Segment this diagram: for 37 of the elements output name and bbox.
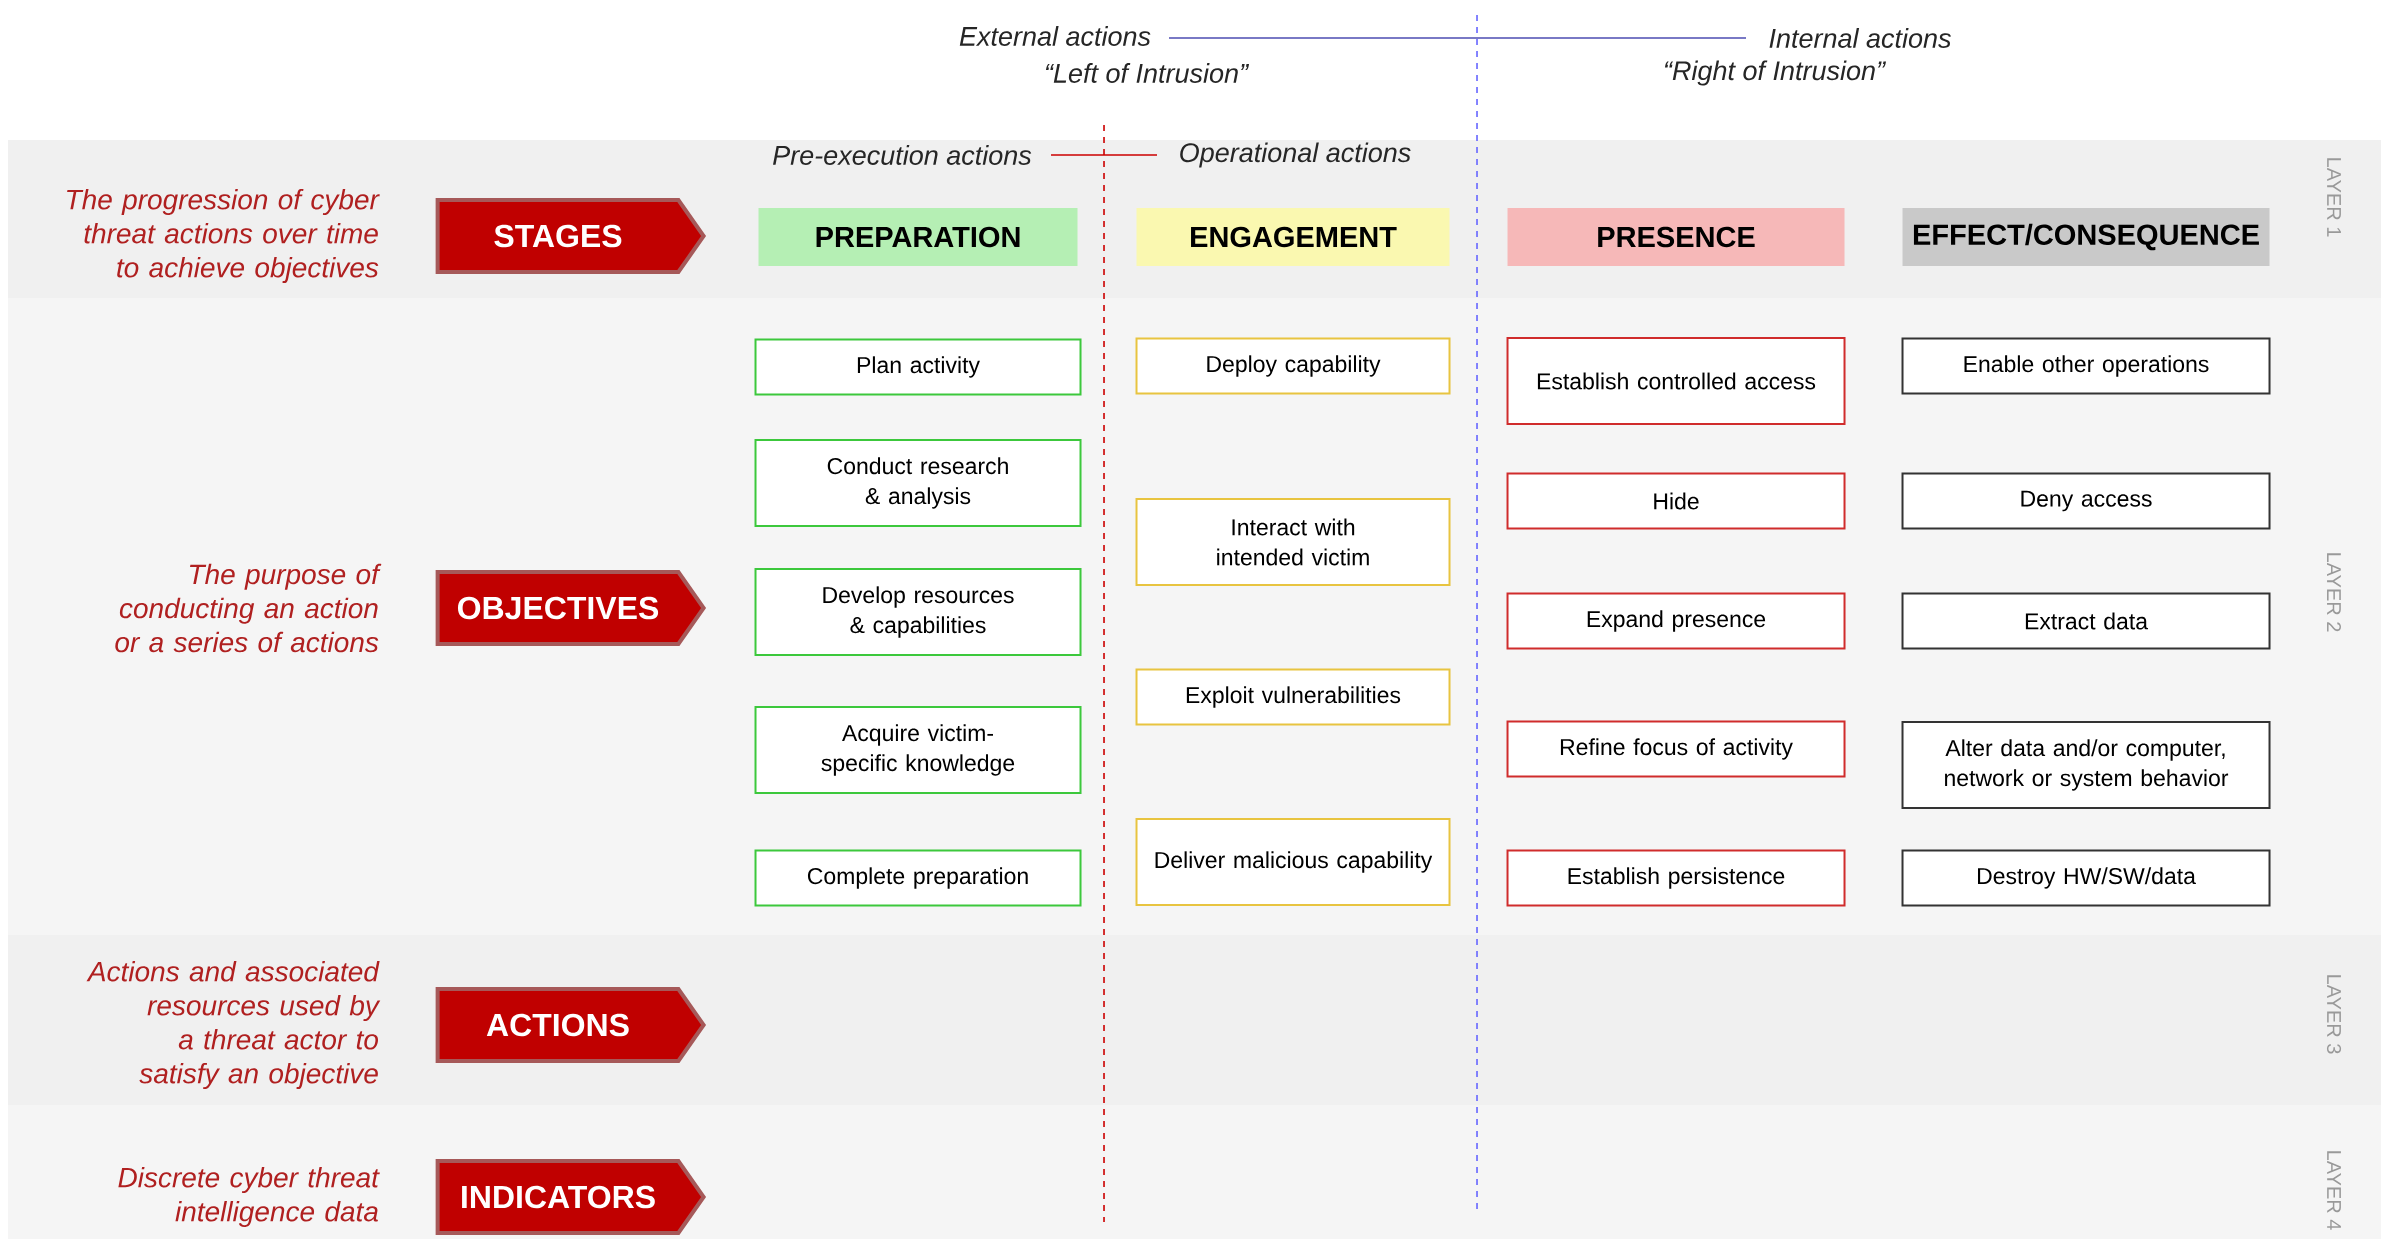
layer-label: LAYER 3: [2326, 975, 2342, 1054]
axis-label: Operational actions: [1180, 142, 1411, 168]
objective-box: Establish persistence: [1506, 849, 1846, 907]
axis-label: External actions: [959, 26, 1151, 46]
axis-label: “Right of Intrusion”: [1664, 60, 1887, 86]
objective-box: Develop resources & capabilities: [754, 568, 1082, 656]
stage-header: EFFECT/CONSEQUENCE: [1902, 208, 2270, 266]
objective-box: Exploit vulnerabilities: [1135, 668, 1451, 726]
objective-box: Deny access: [1901, 472, 2271, 530]
objective-box: Acquire victim-specific knowledge: [754, 706, 1082, 794]
objective-box: Deliver malicious capability: [1135, 818, 1451, 906]
objective-box: Hide: [1506, 472, 1846, 530]
stage-header: ENGAGEMENT: [1136, 208, 1450, 266]
description-text: Discrete cyber threat intelligence data: [118, 1166, 380, 1228]
objective-box: Interact with intended victim: [1135, 498, 1451, 586]
objective-box: Deploy capability: [1135, 337, 1451, 395]
description-text: The progression of cyber threat actions over time to achieve objectives: [67, 188, 380, 284]
objective-box: Expand presence: [1506, 592, 1846, 650]
stage-header: PRESENCE: [1507, 208, 1845, 266]
description-text: The purpose of conducting an action or a series of actions: [115, 563, 382, 653]
layer-label: LAYER 1: [2327, 158, 2341, 237]
axis-label: Internal actions: [1769, 28, 1951, 48]
objective-box: Extract data: [1901, 592, 2271, 650]
stage-header: PREPARATION: [758, 208, 1078, 266]
layer-label: LAYER 2: [2327, 553, 2341, 632]
layer-label: LAYER 4: [2327, 1151, 2341, 1230]
objective-box: Enable other operations: [1901, 337, 2271, 395]
axis-label: “Left of Intrusion”: [1045, 63, 1250, 83]
objective-box: Establish controlled access: [1506, 337, 1846, 425]
objective-box: Alter data and/or computer, network or system behavior: [1901, 721, 2271, 809]
objective-box: Refine focus of activity: [1506, 720, 1846, 778]
objective-box: Plan activity: [754, 338, 1082, 396]
objective-box: Destroy HW/SW/data: [1901, 849, 2271, 907]
description-text: Actions and associated resources used by a threat actor to satisfy an objective: [86, 960, 381, 1090]
axis-label: Pre-execution actions: [773, 145, 1032, 165]
objective-box: Conduct research & analysis: [754, 439, 1082, 527]
objective-box: Complete preparation: [754, 849, 1082, 907]
